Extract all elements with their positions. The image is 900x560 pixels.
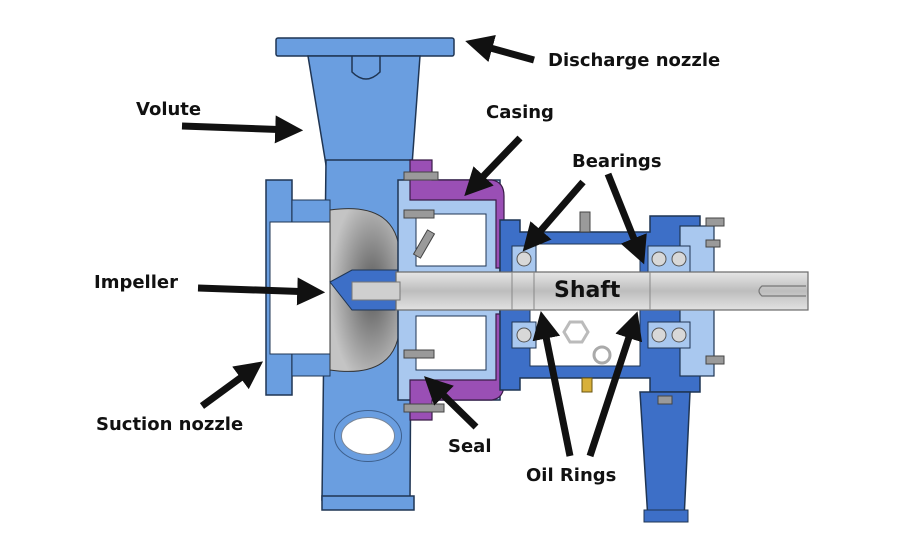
callout-arrows (181, 34, 647, 458)
volute-foot (321, 495, 415, 511)
label-suction-nozzle: Suction nozzle (96, 414, 244, 435)
arrow-oil-ring-right (586, 311, 643, 458)
arrow-bearing-left (522, 179, 586, 252)
bearing-support-foot (639, 391, 691, 521)
arrow-suction (199, 361, 264, 409)
volute-bottom-loop-fill (335, 411, 401, 461)
shaft-thread (351, 281, 401, 301)
discharge-flange (275, 37, 455, 57)
label-volute: Volute (136, 99, 202, 120)
label-casing: Casing (486, 102, 554, 123)
arrow-seal (423, 376, 479, 430)
label-discharge-nozzle: Discharge nozzle (548, 50, 721, 71)
suction-inlet-wall-top (291, 199, 331, 223)
label-bearings: Bearings (572, 151, 662, 172)
arrow-oil-ring-left (532, 311, 574, 457)
support-foot-base (643, 509, 689, 523)
label-shaft: Shaft (554, 278, 621, 303)
bolts (403, 171, 725, 413)
drain-plug (581, 377, 593, 393)
oil-ring-plug (592, 345, 612, 365)
label-seal: Seal (448, 436, 492, 457)
arrow-bearing-right (604, 172, 647, 265)
suction-inlet-wall-bottom (291, 353, 331, 377)
volute-neck (307, 55, 421, 166)
shaft (395, 271, 809, 311)
shaft-keyway (758, 285, 806, 297)
oil-ring-nut (562, 320, 590, 344)
label-oil-rings: Oil Rings (526, 465, 617, 486)
volute-neck-notch (351, 56, 381, 80)
arrow-volute (181, 115, 304, 144)
arrow-casing (464, 135, 523, 197)
bearing-right (647, 245, 691, 349)
top-vent-plug (579, 211, 591, 233)
arrow-discharge (465, 34, 535, 64)
stuffing-box-cavity-bottom (415, 315, 487, 371)
arrow-impeller (197, 277, 326, 306)
label-impeller: Impeller (94, 272, 178, 293)
